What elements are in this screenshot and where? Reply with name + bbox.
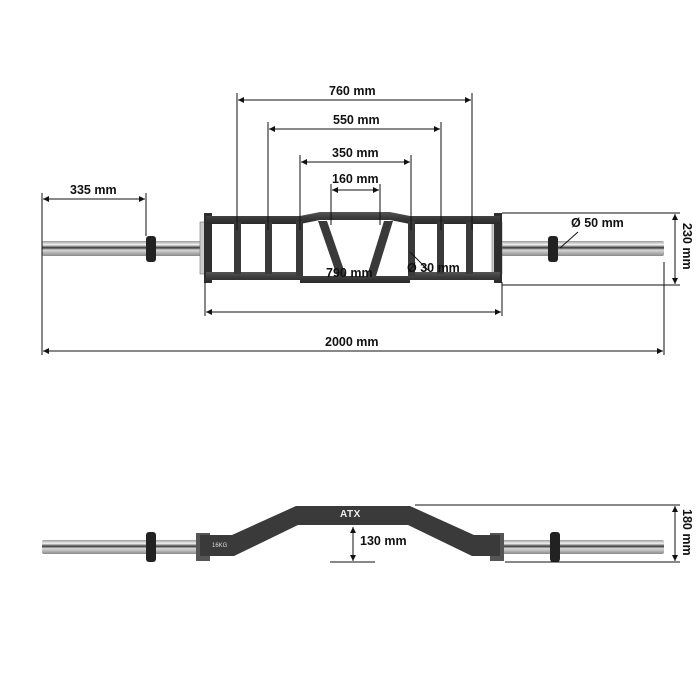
total-height-label: 180 mm [680, 509, 694, 556]
side-view [42, 504, 680, 563]
frame-length-label: 790 mm [326, 266, 373, 280]
weight-label: 16KG [212, 543, 228, 549]
narrow-grip-label: 160 mm [332, 172, 379, 186]
left-sleeve [42, 241, 207, 256]
left-collar [146, 236, 156, 262]
right-collar [548, 236, 558, 262]
total-length-label: 2000 mm [325, 335, 379, 349]
atx-logo: ATX [340, 509, 361, 520]
wide-grip-label: 550 mm [333, 113, 380, 127]
sleeve-diameter-label: Ø 50 mm [571, 216, 624, 230]
right-sleeve [500, 241, 664, 256]
rise-label: 130 mm [360, 534, 407, 548]
outer-grip-label: 760 mm [329, 84, 376, 98]
sleeve-length-label: 335 mm [70, 183, 117, 197]
frame-width-label: 230 mm [680, 223, 694, 270]
top-view [41, 93, 680, 355]
mid-grip-label: 350 mm [332, 146, 379, 160]
handle-diameter-label: Ø 30 mm [407, 261, 460, 275]
